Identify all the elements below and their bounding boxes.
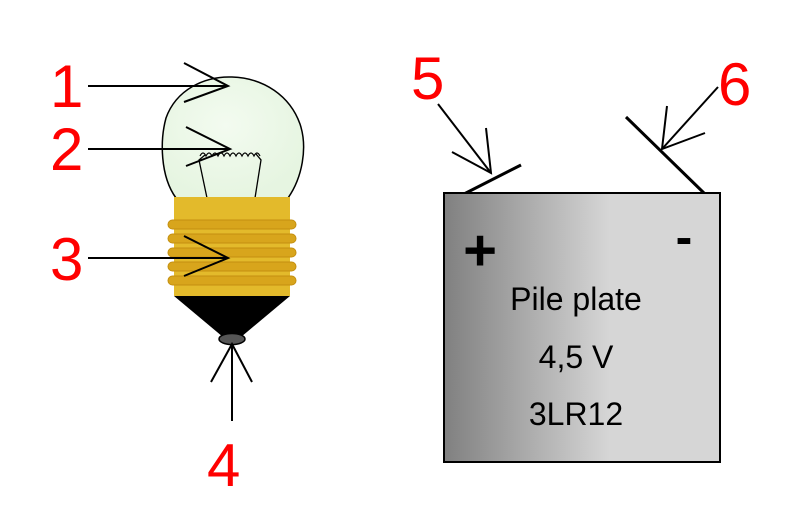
battery-label-voltage: 4,5 V — [539, 339, 614, 375]
positive-sign: + — [463, 218, 497, 283]
light-bulb-icon — [161, 76, 305, 346]
arrow-5 — [437, 103, 493, 175]
callout-1: 1 — [50, 53, 83, 120]
positive-terminal-strip — [461, 163, 522, 197]
callout-arrows — [88, 62, 719, 421]
flat-battery-icon: + - Pile plate 4,5 V 3LR12 — [443, 115, 721, 463]
battery-label-type: Pile plate — [510, 281, 642, 317]
callout-numbers: 1 2 3 4 5 6 — [50, 45, 751, 499]
callout-4: 4 — [207, 432, 240, 499]
negative-sign: - — [676, 209, 693, 265]
callout-2: 2 — [50, 116, 83, 183]
callout-6: 6 — [718, 51, 751, 118]
arrow-3 — [88, 235, 231, 277]
battery-label-model: 3LR12 — [529, 396, 623, 432]
bulb-glass — [161, 76, 305, 199]
filament-coil — [199, 152, 261, 158]
negative-terminal-strip — [624, 115, 708, 197]
callout-5: 5 — [411, 45, 444, 112]
screw-threads — [167, 219, 297, 286]
arrow-2 — [88, 126, 233, 167]
arrow-4 — [210, 341, 253, 421]
arrow-1 — [88, 62, 231, 103]
callout-3: 3 — [50, 226, 83, 293]
battery-body — [443, 192, 721, 463]
arrow-6 — [660, 86, 719, 151]
bulb-insulator — [174, 296, 290, 337]
